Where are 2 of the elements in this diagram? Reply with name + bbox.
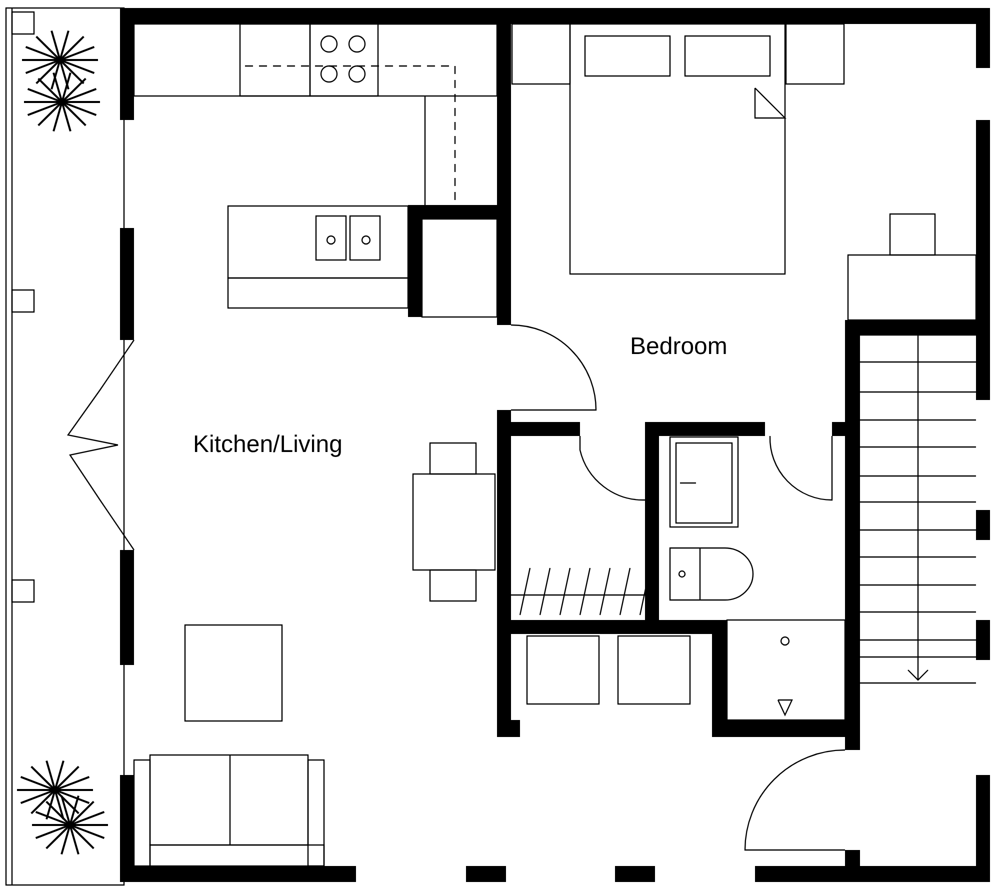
room-label: Bedroom	[630, 332, 728, 362]
room-label: Kitchen/Living	[193, 430, 342, 460]
